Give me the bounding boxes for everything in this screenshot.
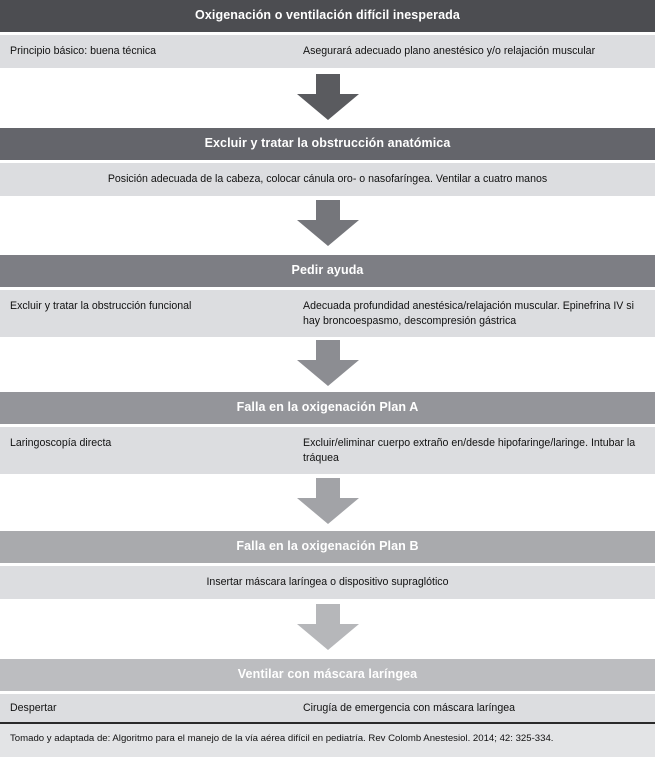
stage-3-left-text: Excluir y tratar la obstrucción funciona… (10, 300, 192, 312)
stage-header-6: Ventilar con máscara laríngea (0, 659, 655, 691)
stage-header-5: Falla en la oxigenación Plan B (0, 531, 655, 563)
footer-divider (0, 722, 655, 724)
stage-header-6-title: Ventilar con máscara laríngea (237, 667, 418, 682)
stage-detail-band-4: Laringoscopía directa Excluir/eliminar c… (0, 426, 655, 474)
stage-header-3-title: Pedir ayuda (291, 263, 364, 278)
stage-3-right-text: Adecuada profundidad anestésica/relajaci… (303, 300, 634, 327)
stage-4-left-text: Laringoscopía directa (10, 437, 112, 449)
stage-header-2: Excluir y tratar la obstrucción anatómic… (0, 128, 655, 160)
stage-4-right-text: Excluir/eliminar cuerpo extraño en/desde… (303, 437, 636, 464)
source-note: Tomado y adaptada de: Algoritmo para el … (10, 733, 554, 744)
stage-6-left-text: Despertar (10, 702, 57, 714)
stage-2-center-text: Posición adecuada de la cabeza, colocar … (107, 173, 548, 185)
stage-header-1-title: Oxigenación o ventilación difícil inespe… (195, 8, 460, 23)
stage-detail-band-3: Excluir y tratar la obstrucción funciona… (0, 289, 655, 337)
stage-header-4: Falla en la oxigenación Plan A (0, 392, 655, 424)
footer-band: Tomado y adaptada de: Algoritmo para el … (0, 724, 655, 757)
stage-6-right-text: Cirugía de emergencia con máscara laríng… (303, 702, 515, 714)
stage-1-right-text: Asegurará adecuado plano anestésico y/o … (303, 45, 596, 57)
stage-detail-band-6: Despertar Cirugía de emergencia con másc… (0, 693, 655, 722)
stage-detail-band-1: Principio básico: buena técnica Asegurar… (0, 34, 655, 68)
stage-header-2-title: Excluir y tratar la obstrucción anatómic… (204, 136, 451, 151)
stage-header-5-title: Falla en la oxigenación Plan B (236, 539, 419, 554)
stage-5-center-text: Insertar máscara laríngea o dispositivo … (206, 576, 449, 588)
down-arrow-2 (297, 200, 359, 246)
down-arrow-1 (297, 74, 359, 120)
stage-header-4-title: Falla en la oxigenación Plan A (236, 400, 419, 415)
stage-detail-band-5: Insertar máscara laríngea o dispositivo … (0, 565, 655, 599)
stage-header-3: Pedir ayuda (0, 255, 655, 287)
down-arrow-3 (297, 340, 359, 386)
stage-header-1: Oxigenación o ventilación difícil inespe… (0, 0, 655, 32)
stage-1-left-text: Principio básico: buena técnica (10, 45, 157, 57)
down-arrow-4 (297, 478, 359, 524)
stage-detail-band-2: Posición adecuada de la cabeza, colocar … (0, 162, 655, 196)
down-arrow-5 (297, 604, 359, 650)
